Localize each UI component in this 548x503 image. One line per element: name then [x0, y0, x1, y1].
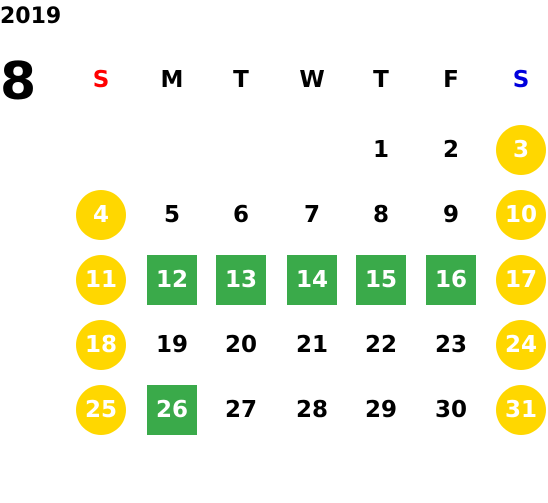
day-cell-27[interactable]: 27	[224, 397, 257, 423]
day-cell-4[interactable]: 4	[76, 190, 126, 240]
day-cell-23[interactable]: 23	[434, 332, 467, 358]
weekday-header-thu: T	[373, 67, 389, 93]
day-cell-10[interactable]: 10	[496, 190, 546, 240]
day-cell-6[interactable]: 6	[232, 202, 249, 228]
day-cell-16[interactable]: 16	[426, 255, 476, 305]
day-cell-26[interactable]: 26	[147, 385, 197, 435]
day-cell-7[interactable]: 7	[303, 202, 320, 228]
day-cell-11[interactable]: 11	[76, 255, 126, 305]
day-cell-14[interactable]: 14	[287, 255, 337, 305]
day-cell-21[interactable]: 21	[295, 332, 328, 358]
weekday-header-tue: T	[233, 67, 249, 93]
day-cell-24[interactable]: 24	[496, 320, 546, 370]
day-cell-3[interactable]: 3	[496, 125, 546, 175]
day-cell-1[interactable]: 1	[372, 137, 389, 163]
day-cell-28[interactable]: 28	[295, 397, 328, 423]
day-cell-22[interactable]: 22	[364, 332, 397, 358]
year-label: 2019	[0, 4, 62, 29]
day-cell-20[interactable]: 20	[224, 332, 257, 358]
day-cell-17[interactable]: 17	[496, 255, 546, 305]
weekday-header-sat: S	[512, 67, 530, 93]
day-cell-2[interactable]: 2	[442, 137, 459, 163]
day-cell-19[interactable]: 19	[155, 332, 188, 358]
day-cell-13[interactable]: 13	[216, 255, 266, 305]
month-label: 8	[0, 52, 37, 112]
day-cell-18[interactable]: 18	[76, 320, 126, 370]
day-cell-9[interactable]: 9	[442, 202, 459, 228]
day-cell-29[interactable]: 29	[364, 397, 397, 423]
day-cell-12[interactable]: 12	[147, 255, 197, 305]
weekday-header-sun: S	[92, 67, 110, 93]
weekday-header-wed: W	[299, 67, 325, 93]
day-cell-25[interactable]: 25	[76, 385, 126, 435]
day-cell-15[interactable]: 15	[356, 255, 406, 305]
day-cell-30[interactable]: 30	[434, 397, 467, 423]
day-cell-31[interactable]: 31	[496, 385, 546, 435]
weekday-header-mon: M	[160, 67, 184, 93]
day-cell-8[interactable]: 8	[372, 202, 389, 228]
weekday-header-fri: F	[443, 67, 459, 93]
day-cell-5[interactable]: 5	[163, 202, 180, 228]
